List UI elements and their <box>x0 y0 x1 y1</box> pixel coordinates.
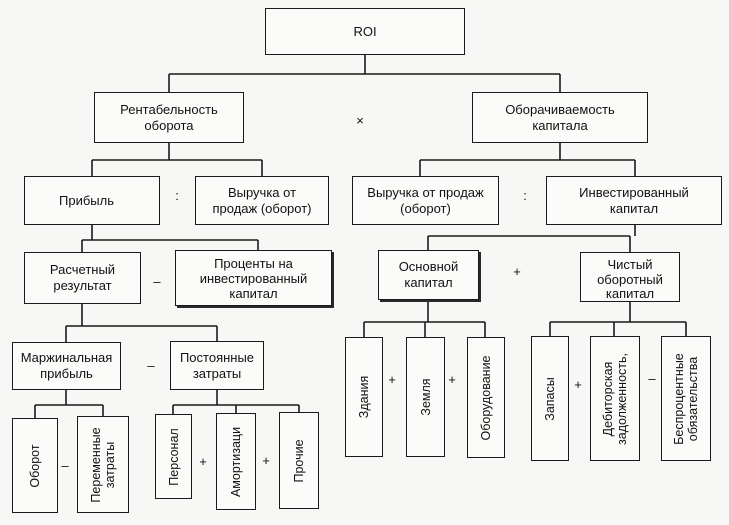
buildings-leaf: Здания <box>345 337 383 457</box>
turnover-leaf: Оборот <box>12 418 58 513</box>
interest-free-liabilities-leaf-label: Беспроцентные обязательства <box>672 352 700 445</box>
divide-operator-left: : <box>175 188 179 203</box>
other-leaf: Прочие <box>279 412 319 509</box>
plus-operator-equipment: + <box>448 372 456 387</box>
depreciation-leaf: Амортизаци <box>216 413 256 510</box>
minus-operator-variable: – <box>61 458 69 473</box>
land-leaf-label: Земля <box>418 378 433 416</box>
calc-result-node: Расчетный результат <box>24 252 141 304</box>
turnover-profitability-node: Рентабельность оборота <box>94 92 244 143</box>
variable-costs-leaf-label: Переменные затраты <box>89 426 117 503</box>
profit-node: Прибыль <box>24 176 160 225</box>
turnover-leaf-label: Оборот <box>28 443 42 488</box>
plus-operator-depreciation: + <box>199 454 207 469</box>
marginal-profit-node: Маржинальная прибыль <box>12 342 121 390</box>
depreciation-leaf-label: Амортизаци <box>229 426 243 497</box>
interest-free-liabilities-leaf: Беспроцентные обязательства <box>661 336 711 461</box>
receivables-leaf: Дебиторская задолженность, <box>590 336 640 461</box>
interest-node: Проценты на инвестированный капитал <box>175 250 332 306</box>
capital-turnover-node: Оборачиваемость капитала <box>472 92 648 143</box>
plus-operator-other: + <box>262 453 270 468</box>
other-leaf-label: Прочие <box>292 438 306 483</box>
personnel-leaf-label: Персонал <box>166 427 181 486</box>
minus-operator-interest: – <box>153 274 161 289</box>
plus-operator-land: + <box>388 372 396 387</box>
fixed-costs-node: Постоянные затраты <box>170 341 264 390</box>
plus-operator-receivables: + <box>574 377 582 392</box>
personnel-leaf: Персонал <box>155 414 192 499</box>
buildings-leaf-label: Здания <box>357 375 371 419</box>
equipment-leaf-label: Оборудование <box>479 354 493 441</box>
minus-operator-liabilities: – <box>648 371 656 386</box>
roi-node: ROI <box>265 8 465 55</box>
land-leaf: Земля <box>406 337 445 457</box>
variable-costs-leaf: Переменные затраты <box>77 416 129 513</box>
receivables-leaf-label: Дебиторская задолженность, <box>601 352 629 445</box>
net-working-capital-node: Чистый оборотный капитал <box>580 252 680 302</box>
equipment-leaf: Оборудование <box>467 337 505 458</box>
revenue-left-node: Выручка от продаж (оборот) <box>195 176 329 225</box>
divide-operator-right: : <box>523 188 527 203</box>
multiply-operator: × <box>356 113 364 128</box>
revenue-right-node: Выручка от продаж (оборот) <box>352 176 499 225</box>
plus-operator-capital: + <box>513 264 521 279</box>
invested-capital-node: Инвестированный капитал <box>546 176 722 225</box>
fixed-capital-node: Основной капитал <box>378 250 479 300</box>
inventory-leaf-label: Запасы <box>543 376 557 421</box>
inventory-leaf: Запасы <box>531 336 569 461</box>
minus-operator-fixed-costs: – <box>147 358 155 373</box>
